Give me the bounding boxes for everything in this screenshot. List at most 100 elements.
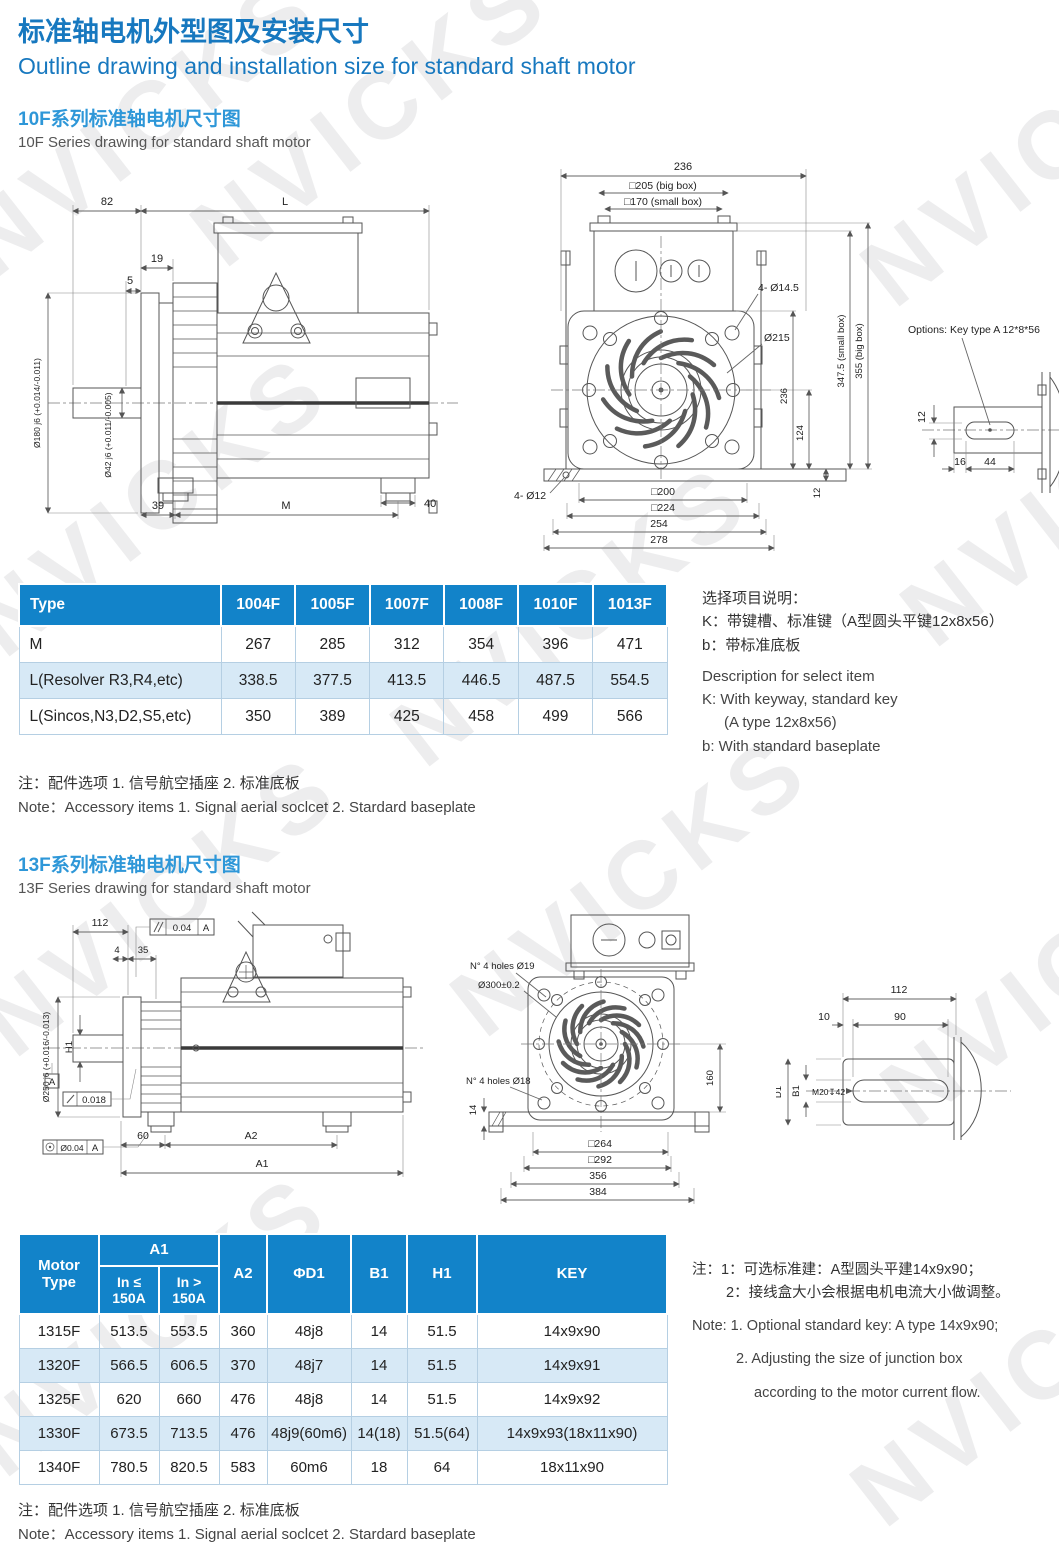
- page-title-zh: 标准轴电机外型图及安装尺寸: [18, 17, 369, 47]
- motor-10f-front-view-drawing: 236 □205 (big box) □170 (small box) 4- Ø…: [514, 161, 872, 552]
- dim-12-key: 12: [916, 411, 928, 423]
- dim-264: □264: [588, 1138, 612, 1150]
- note-13f: 注：配件选项 1. 信号航空插座 2. 标准底板 Note：Accessory …: [18, 1499, 1059, 1547]
- datum-A-flag: A: [49, 1077, 56, 1088]
- cell: 48j8: [266, 1381, 352, 1417]
- label-diameter-300: Ø300±0.2: [478, 980, 520, 991]
- cell: 51.5: [406, 1381, 478, 1417]
- header-cell: 1008F: [442, 583, 520, 627]
- note-10f-en: Note：Accessory items 1. Signal aerial so…: [18, 798, 476, 816]
- cell: 14(18): [350, 1415, 408, 1451]
- cell: 606.5: [158, 1347, 220, 1383]
- table-row: 1325F 620 660 476 48j8 14 51.5 14x9x92: [18, 1381, 668, 1417]
- dim-254: 254: [650, 518, 668, 530]
- fcf-parallelism-datum: A: [203, 923, 210, 934]
- cell: 370: [218, 1347, 268, 1383]
- label-4-holes-18: N° 4 holes Ø18: [466, 1076, 531, 1087]
- dim-L: L: [282, 196, 288, 208]
- header-cell-key: KEY: [476, 1232, 668, 1315]
- cell: 312: [369, 625, 445, 663]
- dim-90: 90: [894, 1011, 906, 1023]
- cell: 458: [443, 698, 519, 735]
- cell: 285: [294, 625, 371, 663]
- dim-60: 60: [137, 1130, 149, 1142]
- keynote-zh-2: 2：接线盒大小会根据电机电流大小做调整。: [726, 1284, 1010, 1301]
- dim-A1: A1: [256, 1158, 269, 1170]
- table-row: 1340F 780.5 820.5 583 60m6 18 64 18x11x9…: [18, 1449, 668, 1485]
- dim-H1: H1: [64, 1041, 75, 1053]
- cell: M: [18, 625, 222, 663]
- cell: 18x11x90: [476, 1449, 668, 1485]
- cell: 51.5: [406, 1347, 478, 1383]
- header-cell-in-le-150: In ≤ 150A: [98, 1264, 160, 1315]
- cell: 673.5: [98, 1415, 160, 1451]
- header-cell-a2: A2: [218, 1232, 268, 1315]
- select-note-en-title: Description for select item: [702, 667, 875, 685]
- select-note-zh-b: b：带标准底板: [702, 636, 801, 654]
- dim-112-shaft: 112: [891, 984, 908, 996]
- motor-13f-shaft-key-drawing: 112 10 90 D1 B1 M20↧42: [776, 984, 1011, 1140]
- header-cell: 1007F: [368, 583, 445, 627]
- cell: 780.5: [98, 1449, 160, 1485]
- dim-diameter-180: Ø180 j6 (+0.014/-0.011): [32, 358, 42, 448]
- header-cell-b1: B1: [350, 1232, 408, 1315]
- cell: 360: [218, 1313, 268, 1349]
- cell: 18: [350, 1449, 408, 1485]
- dim-40: 40: [424, 498, 436, 510]
- cell: 14: [350, 1347, 408, 1383]
- cell: L(Resolver R3,R4,etc): [18, 662, 222, 699]
- cell: 48j8: [266, 1313, 352, 1349]
- dim-224: □224: [651, 502, 675, 514]
- cell: 471: [592, 625, 668, 663]
- dim-39: 39: [152, 500, 164, 512]
- dim-10: 10: [818, 1011, 830, 1023]
- table-row: 1330F 673.5 713.5 476 48j9(60m6) 14(18) …: [18, 1415, 668, 1451]
- select-item-description: 选择项目说明： K：带键槽、标准键（A型圆头平键12x8x56） b：带标准底板…: [702, 583, 1004, 758]
- table-row: 1320F 566.5 606.5 370 48j7 14 51.5 14x9x…: [18, 1347, 668, 1383]
- cell: 48j9(60m6): [266, 1415, 352, 1451]
- motor-13f-side-view-drawing: 112 0.04 A 4 35 Ø250 j6 (+0.016/-0.013) …: [41, 911, 423, 1177]
- select-note-en-k2: (A type 12x8x56): [724, 714, 837, 732]
- section-10f-heading-en: 10F Series drawing for standard shaft mo…: [18, 134, 311, 151]
- cell: 48j7: [266, 1347, 352, 1383]
- dim-5: 5: [127, 275, 133, 287]
- fcf-runout-datum: A: [92, 1143, 99, 1154]
- cell: 566.5: [98, 1347, 160, 1383]
- cell: 51.5(64): [406, 1415, 478, 1451]
- keynote-en-2: 2. Adjusting the size of junction box: [736, 1351, 963, 1368]
- cell: 396: [517, 625, 594, 663]
- table-row: Type 1004F 1005F 1007F 1008F 1010F 1013F: [18, 583, 669, 627]
- dim-44: 44: [984, 456, 996, 468]
- label-4-holes-19: N° 4 holes Ø19: [470, 961, 535, 972]
- cell: 354: [443, 625, 519, 663]
- header-cell-motor-type: Motor Type: [18, 1232, 100, 1315]
- cell: 14x9x93(18x11x90): [476, 1415, 668, 1451]
- table-row: L(Sincos,N3,D2,S5,etc) 350 389 425 458 4…: [18, 698, 668, 735]
- note-10f: 注：配件选项 1. 信号航空插座 2. 标准底板 Note：Accessory …: [18, 772, 1059, 820]
- cell: 820.5: [158, 1449, 220, 1485]
- keynote-en-3: according to the motor current flow.: [754, 1384, 981, 1401]
- dim-M: M: [281, 500, 290, 512]
- dim-82: 82: [101, 196, 113, 208]
- dim-4-holes-12: 4- Ø12: [514, 490, 546, 502]
- dim-M20-depth-42: M20↧42: [812, 1087, 845, 1097]
- dim-112: 112: [92, 917, 109, 929]
- cell: 338.5: [220, 662, 296, 699]
- dim-diameter-215: Ø215: [764, 332, 790, 344]
- keynotes-13f: 注：1：可选标准建：A型圆头平建14x9x90； 2：接线盒大小会根据电机电流大…: [692, 1233, 1059, 1405]
- fcf-runout-value: Ø0.04: [60, 1143, 83, 1153]
- select-note-zh-k: K：带键槽、标准键（A型圆头平键12x8x56）: [702, 613, 1004, 631]
- dim-160: 160: [705, 1070, 716, 1086]
- cell: 487.5: [517, 662, 594, 699]
- cell: 1340F: [18, 1449, 100, 1485]
- header-cell: 1013F: [591, 583, 669, 627]
- cell: 553.5: [158, 1313, 220, 1349]
- cell: 60m6: [266, 1449, 352, 1485]
- dim-19: 19: [151, 253, 163, 265]
- table-13f: Motor Type A1 A2 ΦD1 B1 H1 KEY In ≤ 150A…: [18, 1232, 668, 1485]
- cell: 14x9x92: [476, 1381, 668, 1417]
- drawing-area-13f: 112 0.04 A 4 35 Ø250 j6 (+0.016/-0.013) …: [18, 907, 1059, 1223]
- cell: 413.5: [369, 662, 445, 699]
- note-13f-zh: 注：配件选项 1. 信号航空插座 2. 标准底板: [18, 1501, 300, 1519]
- dim-14: 14: [468, 1104, 479, 1115]
